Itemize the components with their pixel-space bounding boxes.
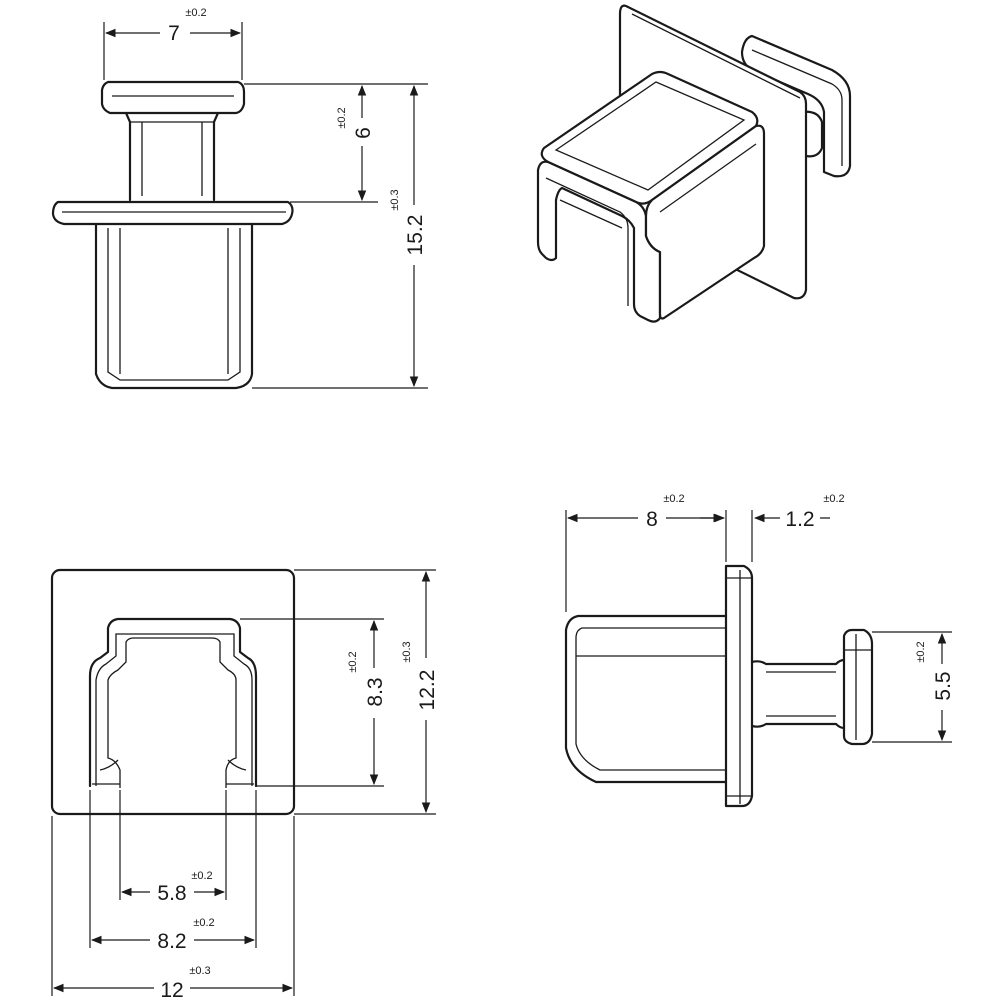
- dim-tolerance: ±0.2: [347, 651, 359, 672]
- dim-value: 8.2: [157, 930, 186, 953]
- dim-tolerance: ±0.2: [336, 107, 348, 128]
- dimension-5-5: 5.5 ±0.2: [872, 631, 955, 743]
- side-view-body: [564, 614, 728, 784]
- dim-tolerance: ±0.3: [389, 189, 401, 210]
- front-view-flange: [50, 568, 296, 816]
- dim-value: 8.3: [364, 677, 387, 706]
- front-view: 5.8 ±0.2 8.2 ±0.2 12 ±0.3 8.3: [50, 568, 439, 1000]
- side-view-flange: [724, 564, 754, 808]
- iso-rear-tab: [740, 34, 852, 178]
- dim-tolerance: ±0.3: [189, 965, 210, 977]
- side-view: 8 ±0.2 1.2 ±0.2 5.5 ±0.2: [564, 493, 955, 808]
- side-view-stem: [750, 658, 846, 730]
- dim-tolerance: ±0.2: [193, 917, 214, 929]
- dimension-1-2: 1.2 ±0.2: [700, 493, 845, 562]
- dim-value: 12: [160, 979, 183, 1000]
- dim-value: 1.2: [785, 508, 814, 531]
- top-view-flange: [51, 200, 294, 226]
- dim-value: 6: [352, 127, 375, 139]
- dimension-6: 6 ±0.2: [244, 83, 378, 203]
- top-view: 7 ±0.2 6 ±0.2 15.2 ±0.3: [51, 7, 428, 390]
- dim-value: 7: [168, 22, 180, 45]
- front-view-opening: [88, 617, 258, 788]
- dim-tolerance: ±0.2: [185, 7, 206, 19]
- dim-value: 5.5: [932, 671, 955, 700]
- dim-tolerance: ±0.2: [823, 493, 844, 505]
- dim-value: 15.2: [404, 215, 427, 256]
- dim-tolerance: ±0.2: [663, 493, 684, 505]
- dimension-8-3: 8.3 ±0.2: [240, 618, 387, 787]
- dim-value: 12.2: [416, 670, 439, 711]
- dim-tolerance: ±0.2: [191, 870, 212, 882]
- dimension-8-2: 8.2 ±0.2: [89, 790, 257, 953]
- side-view-tab: [842, 628, 874, 746]
- dim-tolerance: ±0.2: [915, 641, 927, 662]
- dimension-12-2: 12.2 ±0.3: [294, 569, 439, 815]
- top-view-stem: [124, 111, 220, 202]
- top-view-body: [94, 222, 254, 390]
- iso-body-side: [644, 124, 766, 320]
- dimension-8: 8 ±0.2: [565, 493, 727, 612]
- isometric-view: [536, 4, 852, 323]
- dim-value: 8: [646, 508, 658, 531]
- dim-tolerance: ±0.3: [401, 641, 413, 662]
- dimension-15-2: 15.2 ±0.3: [252, 83, 428, 389]
- dim-value: 5.8: [157, 882, 186, 905]
- top-view-cap: [100, 80, 246, 115]
- dimension-7: 7 ±0.2: [103, 7, 243, 80]
- dimension-12: 12 ±0.3: [51, 816, 295, 1000]
- dimension-5-8: 5.8 ±0.2: [119, 790, 227, 905]
